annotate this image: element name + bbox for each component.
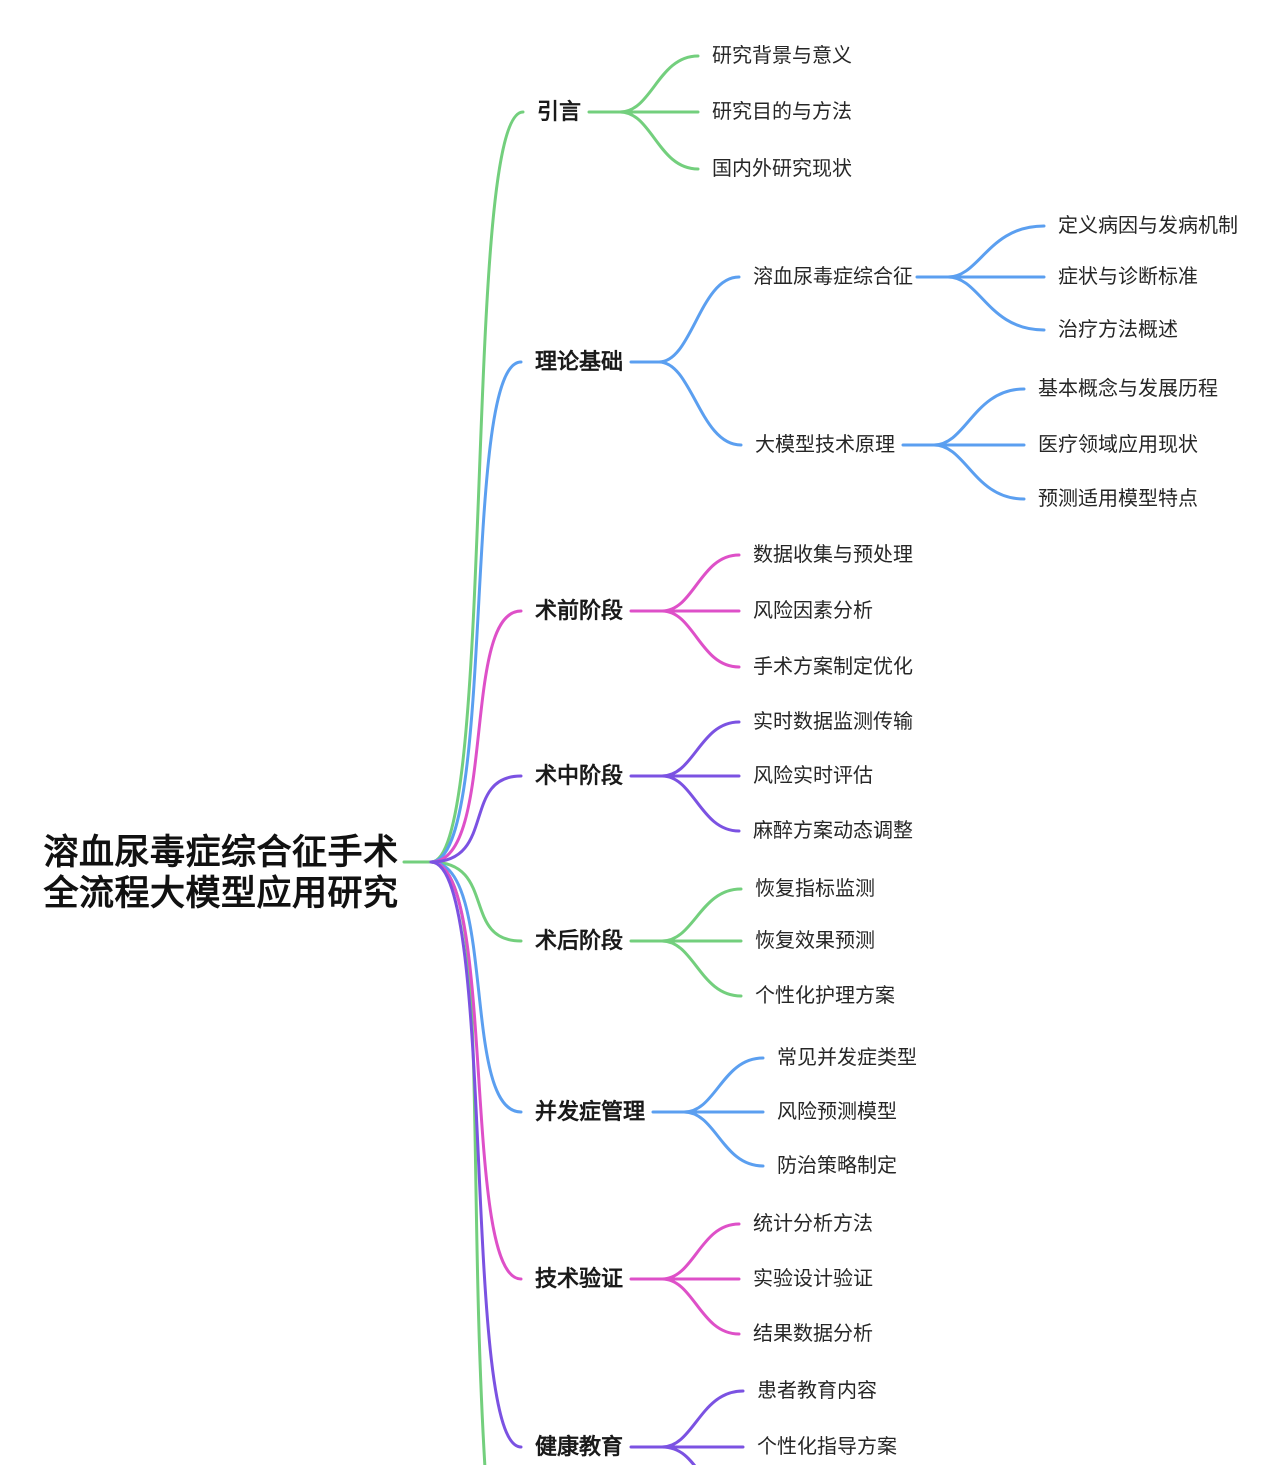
leaf-node[interactable]: 定义病因与发病机制	[1058, 215, 1238, 237]
branch-node-intraop[interactable]: 术中阶段	[535, 762, 624, 788]
leaf-node[interactable]: 症状与诊断标准	[1058, 266, 1198, 288]
root-link-preop	[429, 609, 523, 1281]
leaf-node[interactable]: 医疗领域应用现状	[1038, 434, 1198, 456]
root-node[interactable]: 溶血尿毒症综合征手术 全流程大模型应用研究	[42, 832, 400, 914]
child-node[interactable]: 手术方案制定优化	[753, 656, 913, 678]
branch-node-postop[interactable]: 术后阶段	[535, 927, 624, 953]
child-node[interactable]: 数据收集与预处理	[753, 544, 913, 566]
child-node[interactable]: 统计分析方法	[753, 1213, 873, 1235]
child-node[interactable]: 恢复效果预测	[755, 930, 875, 952]
branch-node-intro[interactable]: 引言	[537, 98, 582, 124]
leaf-node[interactable]: 预测适用模型特点	[1038, 488, 1198, 510]
child-node[interactable]: 结果数据分析	[753, 1323, 873, 1345]
fork-complications	[651, 1056, 765, 1168]
child-node[interactable]: 溶血尿毒症综合征	[753, 266, 913, 288]
leaf-node[interactable]: 治疗方法概述	[1058, 319, 1178, 341]
fork-validation	[629, 1222, 741, 1336]
child-node[interactable]: 常见并发症类型	[777, 1047, 917, 1069]
fork-intraop	[629, 720, 741, 833]
root-link-theory	[429, 360, 523, 1114]
fork-theory	[629, 224, 1046, 501]
root-title-line1: 溶血尿毒症综合征手术	[43, 833, 399, 872]
root-link-intraop	[429, 774, 523, 1449]
child-node[interactable]: 实时数据监测传输	[753, 711, 913, 733]
child-node[interactable]: 患者教育内容	[757, 1380, 877, 1402]
child-node[interactable]: 个性化指导方案	[757, 1436, 897, 1458]
child-node[interactable]: 风险实时评估	[753, 765, 873, 787]
fork-postop	[629, 887, 743, 998]
branch-node-preop[interactable]: 术前阶段	[535, 597, 624, 623]
branch-node-theory[interactable]: 理论基础	[535, 348, 624, 374]
child-node[interactable]: 恢复指标监测	[755, 878, 875, 900]
leaf-node[interactable]: 基本概念与发展历程	[1038, 378, 1218, 400]
child-node[interactable]: 个性化护理方案	[755, 985, 895, 1007]
child-node[interactable]: 风险预测模型	[777, 1101, 897, 1123]
child-node[interactable]: 防治策略制定	[777, 1155, 897, 1177]
child-node[interactable]: 麻醉方案动态调整	[753, 820, 913, 842]
child-node[interactable]: 研究目的与方法	[712, 101, 852, 123]
root-title-line2: 全流程大模型应用研究	[43, 874, 399, 913]
branch-node-education[interactable]: 健康教育	[535, 1433, 624, 1459]
fork-preop	[629, 553, 741, 669]
fork-intro	[587, 54, 700, 171]
child-node[interactable]: 风险因素分析	[753, 600, 873, 622]
fork-education	[629, 1389, 745, 1465]
child-node[interactable]: 研究背景与意义	[712, 45, 852, 67]
branch-node-validation[interactable]: 技术验证	[535, 1265, 624, 1291]
child-node[interactable]: 实验设计验证	[753, 1268, 873, 1290]
child-node[interactable]: 国内外研究现状	[712, 158, 852, 180]
branch-node-complications[interactable]: 并发症管理	[535, 1098, 646, 1124]
child-node[interactable]: 大模型技术原理	[755, 434, 895, 456]
